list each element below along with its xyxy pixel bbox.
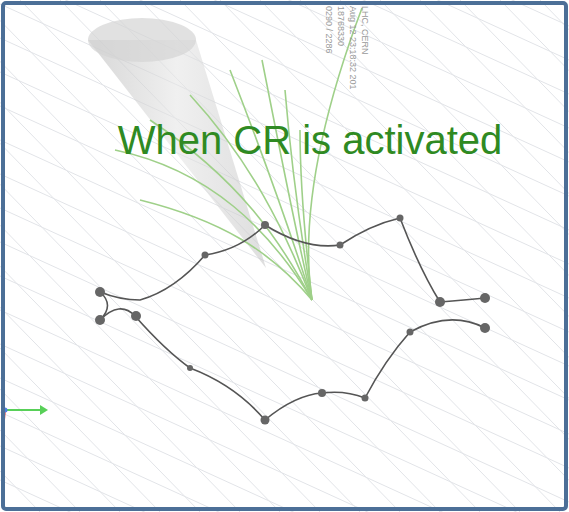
strings (100, 218, 485, 420)
cone-cap (88, 18, 196, 62)
slide-title: When CR is activated (60, 118, 560, 163)
watermark: 0290 / 2286 (324, 6, 334, 54)
slide-frame (3, 3, 566, 509)
axes (2, 405, 48, 440)
watermark: LHC, CERN (360, 6, 370, 55)
partons (95, 215, 490, 425)
watermark: 18768330 (336, 6, 346, 46)
watermark: Aug 12 23:18:32 201 (348, 6, 358, 90)
